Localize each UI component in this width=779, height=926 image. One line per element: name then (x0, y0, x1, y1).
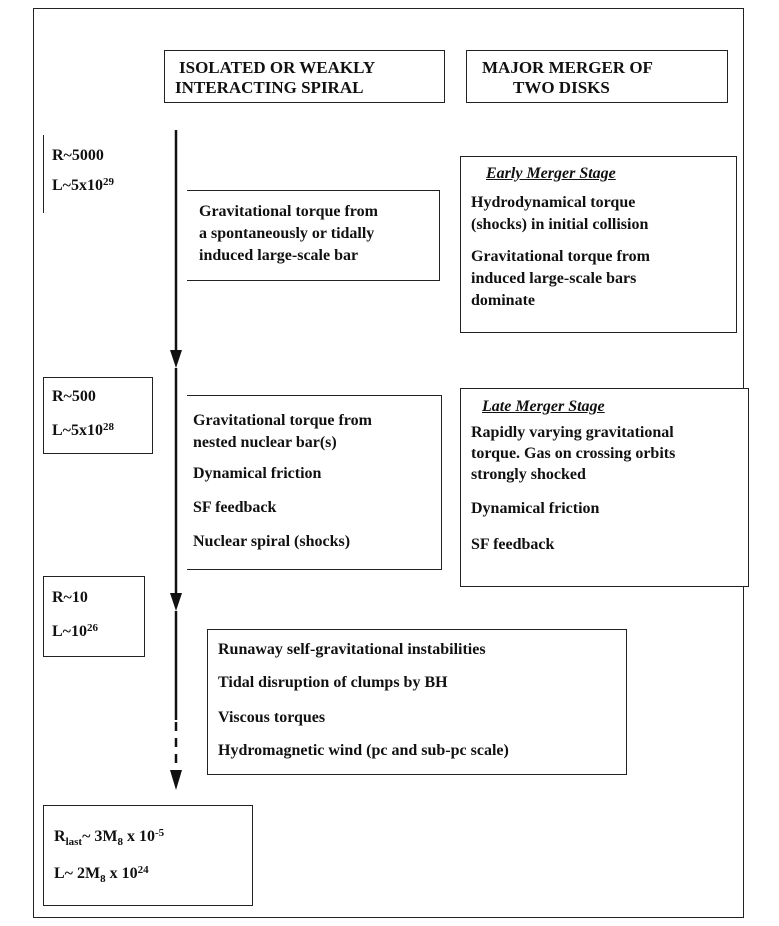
merger-early-line-3: Gravitational torque from (471, 248, 650, 265)
scale-luminosity-final: L~ 2M8 x 1024 (54, 864, 149, 885)
merger-box-late: Late Merger Stage Rapidly varying gravit… (460, 388, 749, 587)
small-scale-box: Runaway self-gravitational instabilities… (207, 629, 627, 775)
scale-luminosity-5000: L~5x1029 (52, 176, 114, 194)
isolated-nuclear-line-2: nested nuclear bar(s) (193, 434, 337, 451)
scale-radius-500: R~500 (52, 388, 96, 405)
merger-late-line-4: Dynamical friction (471, 500, 600, 517)
scale-box-final: Rlast~ 3M8 x 10-5 L~ 2M8 x 1024 (43, 805, 253, 906)
scale-radius-final: Rlast~ 3M8 x 10-5 (54, 827, 165, 848)
merger-early-line-1: Hydrodynamical torque (471, 194, 636, 211)
flow-arrow-head-1 (170, 350, 182, 368)
isolated-large-line-3: induced large-scale bar (199, 247, 359, 264)
header-merger-line-1: MAJOR MERGER OF (482, 58, 653, 77)
scale-box-500: R~500 L~5x1028 (43, 377, 153, 454)
scale-box-5000: R~5000 L~5x1029 (43, 135, 151, 213)
scale-luminosity-500: L~5x1028 (52, 421, 114, 439)
isolated-nuclear-line-1: Gravitational torque from (193, 412, 372, 429)
small-scale-line-4: Hydromagnetic wind (pc and sub-pc scale) (218, 742, 509, 759)
scale-luminosity-10: L~1026 (52, 622, 98, 640)
isolated-box-nuclear: Gravitational torque from nested nuclear… (187, 395, 442, 570)
small-scale-line-2: Tidal disruption of clumps by BH (218, 674, 448, 691)
isolated-box-large-scale-bar: Gravitational torque from a spontaneousl… (187, 190, 440, 281)
header-merger-line-2: TWO DISKS (513, 78, 610, 97)
merger-early-line-2: (shocks) in initial collision (471, 216, 649, 233)
flow-arrow-head-2 (170, 593, 182, 611)
merger-late-line-3: strongly shocked (471, 466, 586, 483)
small-scale-line-3: Viscous torques (218, 709, 326, 726)
flow-arrow-head-3 (170, 770, 182, 790)
small-scale-line-1: Runaway self-gravitational instabilities (218, 641, 486, 658)
merger-box-early: Early Merger Stage Hydrodynamical torque… (460, 156, 737, 333)
merger-early-title: Early Merger Stage (486, 165, 616, 182)
header-isolated-box: ISOLATED OR WEAKLY INTERACTING SPIRAL (164, 50, 445, 103)
merger-late-line-5: SF feedback (471, 536, 555, 553)
scale-radius-5000: R~5000 (52, 147, 104, 164)
scale-box-10: R~10 L~1026 (43, 576, 145, 657)
merger-late-title: Late Merger Stage (482, 398, 605, 415)
header-isolated-line-2: INTERACTING SPIRAL (175, 78, 364, 97)
isolated-nuclear-line-5: Nuclear spiral (shocks) (193, 533, 351, 550)
isolated-large-line-2: a spontaneously or tidally (199, 225, 375, 242)
merger-late-line-1: Rapidly varying gravitational (471, 424, 674, 441)
merger-early-line-5: dominate (471, 292, 535, 309)
isolated-nuclear-line-4: SF feedback (193, 499, 277, 516)
isolated-nuclear-line-3: Dynamical friction (193, 465, 322, 482)
merger-early-line-4: induced large-scale bars (471, 270, 637, 287)
header-merger-box: MAJOR MERGER OF TWO DISKS (466, 50, 728, 103)
merger-late-line-2: torque. Gas on crossing orbits (471, 445, 676, 462)
scale-radius-10: R~10 (52, 589, 88, 606)
isolated-large-line-1: Gravitational torque from (199, 203, 378, 220)
header-isolated-line-1: ISOLATED OR WEAKLY (179, 58, 376, 77)
